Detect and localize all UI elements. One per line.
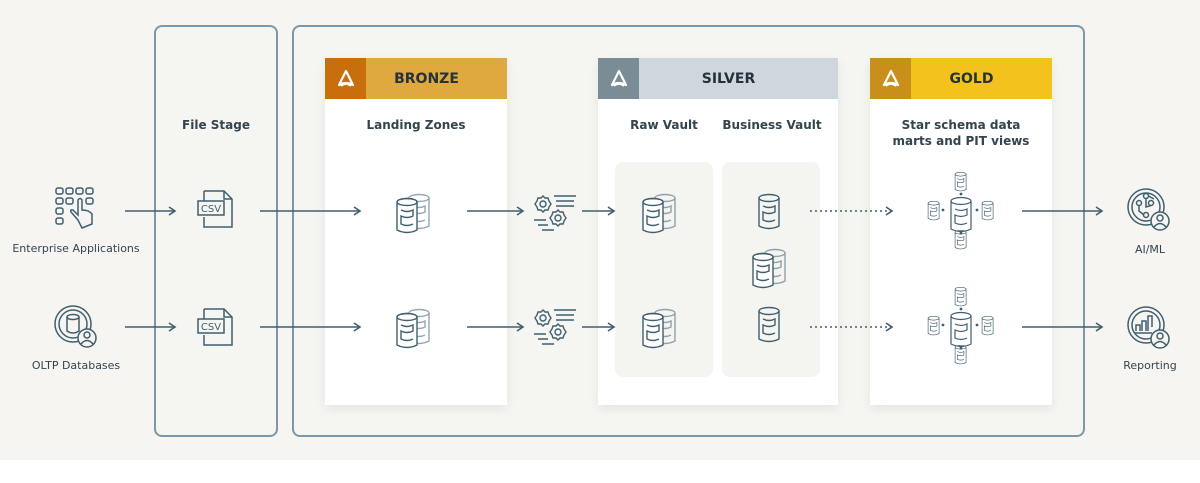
touch-keypad-icon [55,187,94,229]
brand-logo-icon [610,69,627,87]
bronze-logo [325,58,366,99]
transform-gears-icon [534,195,576,231]
output-label-reporting: Reporting [1123,359,1177,372]
bronze-title: BRONZE [366,58,507,99]
csv-file-icon: CSV [197,190,233,228]
transform-gears-icon [534,309,576,345]
star-schema-icon [927,286,994,365]
raw-vault-label: Raw Vault [630,118,698,132]
gold-subtitle-line1: Star schema data [901,118,1021,132]
csv-file-icon: CSV [197,308,233,346]
bronze-card: BRONZE Landing Zones [325,58,507,405]
source-label-oltp: OLTP Databases [31,359,121,372]
raw-vault-db-icon [638,190,688,236]
gold-logo [870,58,911,99]
landing-zone-db-icon [392,305,442,351]
brand-logo-icon [337,69,354,87]
star-schema-icon [927,171,994,250]
business-vault-db-icon [758,193,780,230]
svg-text:CSV: CSV [201,204,221,215]
business-vault-label: Business Vault [722,118,822,132]
gold-title: GOLD [911,58,1052,99]
silver-title: SILVER [639,58,838,99]
bronze-subtitle: Landing Zones [366,118,466,132]
business-vault-db-icon [758,306,780,343]
gold-subtitle-line2: marts and PIT views [892,134,1030,148]
database-user-icon [54,305,97,348]
bar-chart-user-icon [1127,306,1170,349]
silver-card: SILVER Raw Vault Business Vault [598,58,838,405]
output-label-aiml: AI/ML [1134,243,1166,256]
brand-logo-icon [882,69,899,87]
file-stage-box [154,25,278,437]
ai-circuit-user-icon [1127,188,1170,231]
landing-zone-db-icon [392,190,442,236]
silver-logo [598,58,639,99]
silver-header: SILVER [598,58,838,99]
business-vault-db-icon [748,245,798,291]
file-stage-title: File Stage [182,118,250,132]
raw-vault-db-icon [638,305,688,351]
bronze-header: BRONZE [325,58,507,99]
raw-vault-panel [615,162,713,377]
gold-header: GOLD [870,58,1052,99]
source-label-enterprise: Enterprise Applications [12,242,140,255]
svg-text:CSV: CSV [201,322,221,333]
